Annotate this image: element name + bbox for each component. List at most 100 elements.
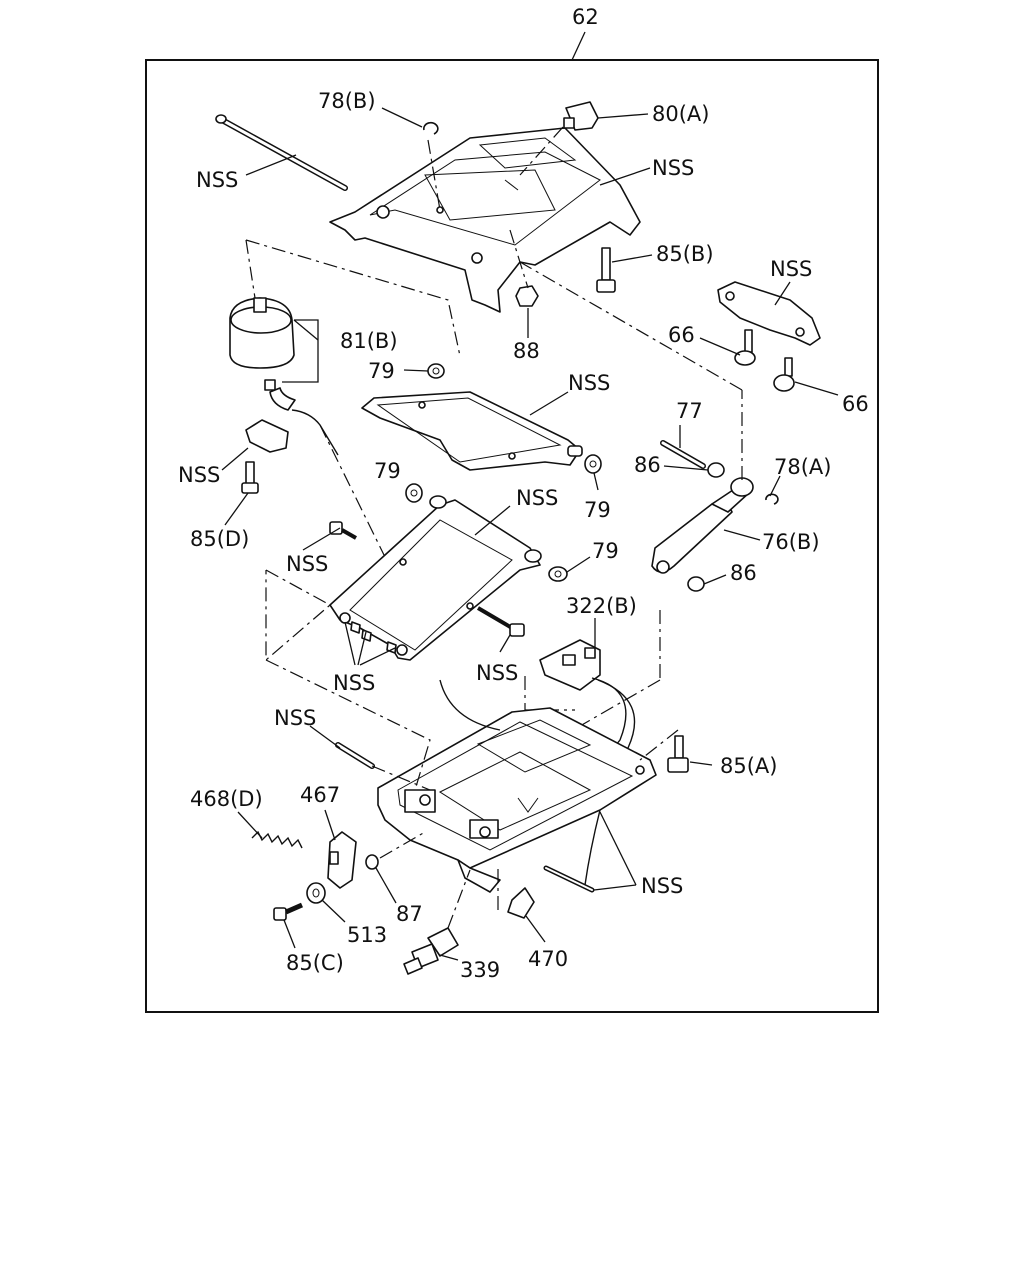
leader-lines <box>221 107 839 961</box>
washer-79-left <box>405 483 423 503</box>
air-hose <box>291 409 339 456</box>
collar-86-bottom <box>687 576 705 592</box>
callout-nss-wire: NSS <box>641 874 683 898</box>
collar-86-top <box>707 462 725 478</box>
callout-78b: 78(B) <box>318 89 376 113</box>
callout-79-left: 79 <box>374 459 401 483</box>
collar-513 <box>306 882 326 904</box>
callout-81b: 81(B) <box>340 329 398 353</box>
upper-seat-frame <box>329 127 641 313</box>
callout-85d: 85(D) <box>190 527 249 551</box>
switch-322b <box>539 639 601 691</box>
diagram-frame <box>145 59 879 1013</box>
callout-78a: 78(A) <box>774 455 831 479</box>
callout-468d: 468(D) <box>190 787 263 811</box>
washer-79-left-hole <box>410 489 418 497</box>
bolt-85a-dash <box>639 729 679 761</box>
callout-nss-bolt-left: NSS <box>286 552 328 576</box>
base-dash-left <box>265 659 431 791</box>
valve-dash <box>447 869 471 929</box>
callout-nss-link-frame: NSS <box>516 486 558 510</box>
washer-87 <box>365 854 379 870</box>
callout-85c: 85(C) <box>286 951 344 975</box>
callout-66-right: 66 <box>842 392 869 416</box>
callout-77: 77 <box>676 399 703 423</box>
clip-470 <box>507 887 535 919</box>
callout-66-left: 66 <box>668 323 695 347</box>
callout-76b: 76(B) <box>762 530 820 554</box>
callout-79-top: 79 <box>368 359 395 383</box>
callout-nss-bolt-right: NSS <box>476 661 518 685</box>
bolt-66-right <box>773 357 795 392</box>
bracket-hole-2 <box>795 327 805 337</box>
callout-nss-pin-base: NSS <box>274 706 316 730</box>
callout-79-right: 79 <box>584 498 611 522</box>
assembly-number-label: 62 <box>572 5 599 29</box>
knob-stem <box>563 117 575 129</box>
bracket-hole-1 <box>725 291 735 301</box>
scissor-link-frame <box>329 495 542 661</box>
callout-88: 88 <box>513 339 540 363</box>
collar-513-hole <box>312 888 320 898</box>
hose-dash-line <box>319 424 385 556</box>
clip-bracket <box>245 419 289 453</box>
pin-dash <box>371 765 431 791</box>
washer-79-top <box>427 363 445 379</box>
bolt-66-left <box>734 329 756 366</box>
snap-ring-78b <box>423 121 439 135</box>
washer-79-top-hole <box>432 367 440 375</box>
base-frame <box>377 707 657 893</box>
callout-85b: 85(B) <box>656 242 714 266</box>
base-wire <box>584 809 601 886</box>
bolt-85c <box>273 902 304 921</box>
pin-nss-base <box>335 742 375 769</box>
callout-467: 467 <box>300 783 340 807</box>
snap-ring-78a <box>765 493 779 505</box>
callout-513: 513 <box>347 923 387 947</box>
callout-85a: 85(A) <box>720 754 777 778</box>
callout-nss-clip: NSS <box>178 463 220 487</box>
bolt-nss-left <box>329 521 357 540</box>
damper-dash-base <box>572 679 661 731</box>
washer-dash <box>379 831 426 859</box>
assembly-number-leader <box>571 31 586 61</box>
bolt-85d <box>241 461 259 494</box>
link-dash-bracket <box>265 569 332 662</box>
adjuster-rod <box>215 114 348 191</box>
washer-79-mid <box>548 566 568 582</box>
callout-nss-top-frame: NSS <box>652 156 694 180</box>
callout-339: 339 <box>460 958 500 982</box>
nut-dash-line <box>509 229 529 289</box>
callout-87: 87 <box>396 902 423 926</box>
air-spring-81b <box>229 297 296 411</box>
bolt-85a <box>667 735 689 773</box>
callout-80a: 80(A) <box>652 102 709 126</box>
callout-labels: 78(B) 80(A) NSS NSS 85(B) NSS 88 81(B) 6… <box>178 89 869 982</box>
callout-nss-rod: NSS <box>196 168 238 192</box>
washer-79-right <box>584 454 602 474</box>
callout-86-top: 86 <box>634 453 661 477</box>
air-spring-dash-line-2 <box>245 239 256 299</box>
callout-86-bottom: 86 <box>730 561 757 585</box>
callout-322b: 322(B) <box>566 594 637 618</box>
seat-plate <box>361 391 583 471</box>
valve-339 <box>403 927 459 975</box>
damper-76b <box>651 477 754 574</box>
callout-nss-bracket: NSS <box>770 257 812 281</box>
air-spring-dash-line <box>245 239 461 357</box>
callout-79-mid: 79 <box>592 539 619 563</box>
bolt-85b <box>596 247 616 293</box>
plate-467 <box>327 831 357 889</box>
ring-dash-line <box>427 139 441 211</box>
plate-467-slot <box>329 851 339 865</box>
damper-dash-top <box>519 261 743 391</box>
callout-nss-pins: NSS <box>333 671 375 695</box>
washer-79-right-hole <box>589 460 597 468</box>
hose-lower <box>439 679 501 731</box>
right-bracket <box>717 281 821 346</box>
callout-nss-seat-plate: NSS <box>568 371 610 395</box>
callout-470: 470 <box>528 947 568 971</box>
bolt-nss-right <box>476 606 525 637</box>
washer-79-mid-hole <box>554 570 562 578</box>
